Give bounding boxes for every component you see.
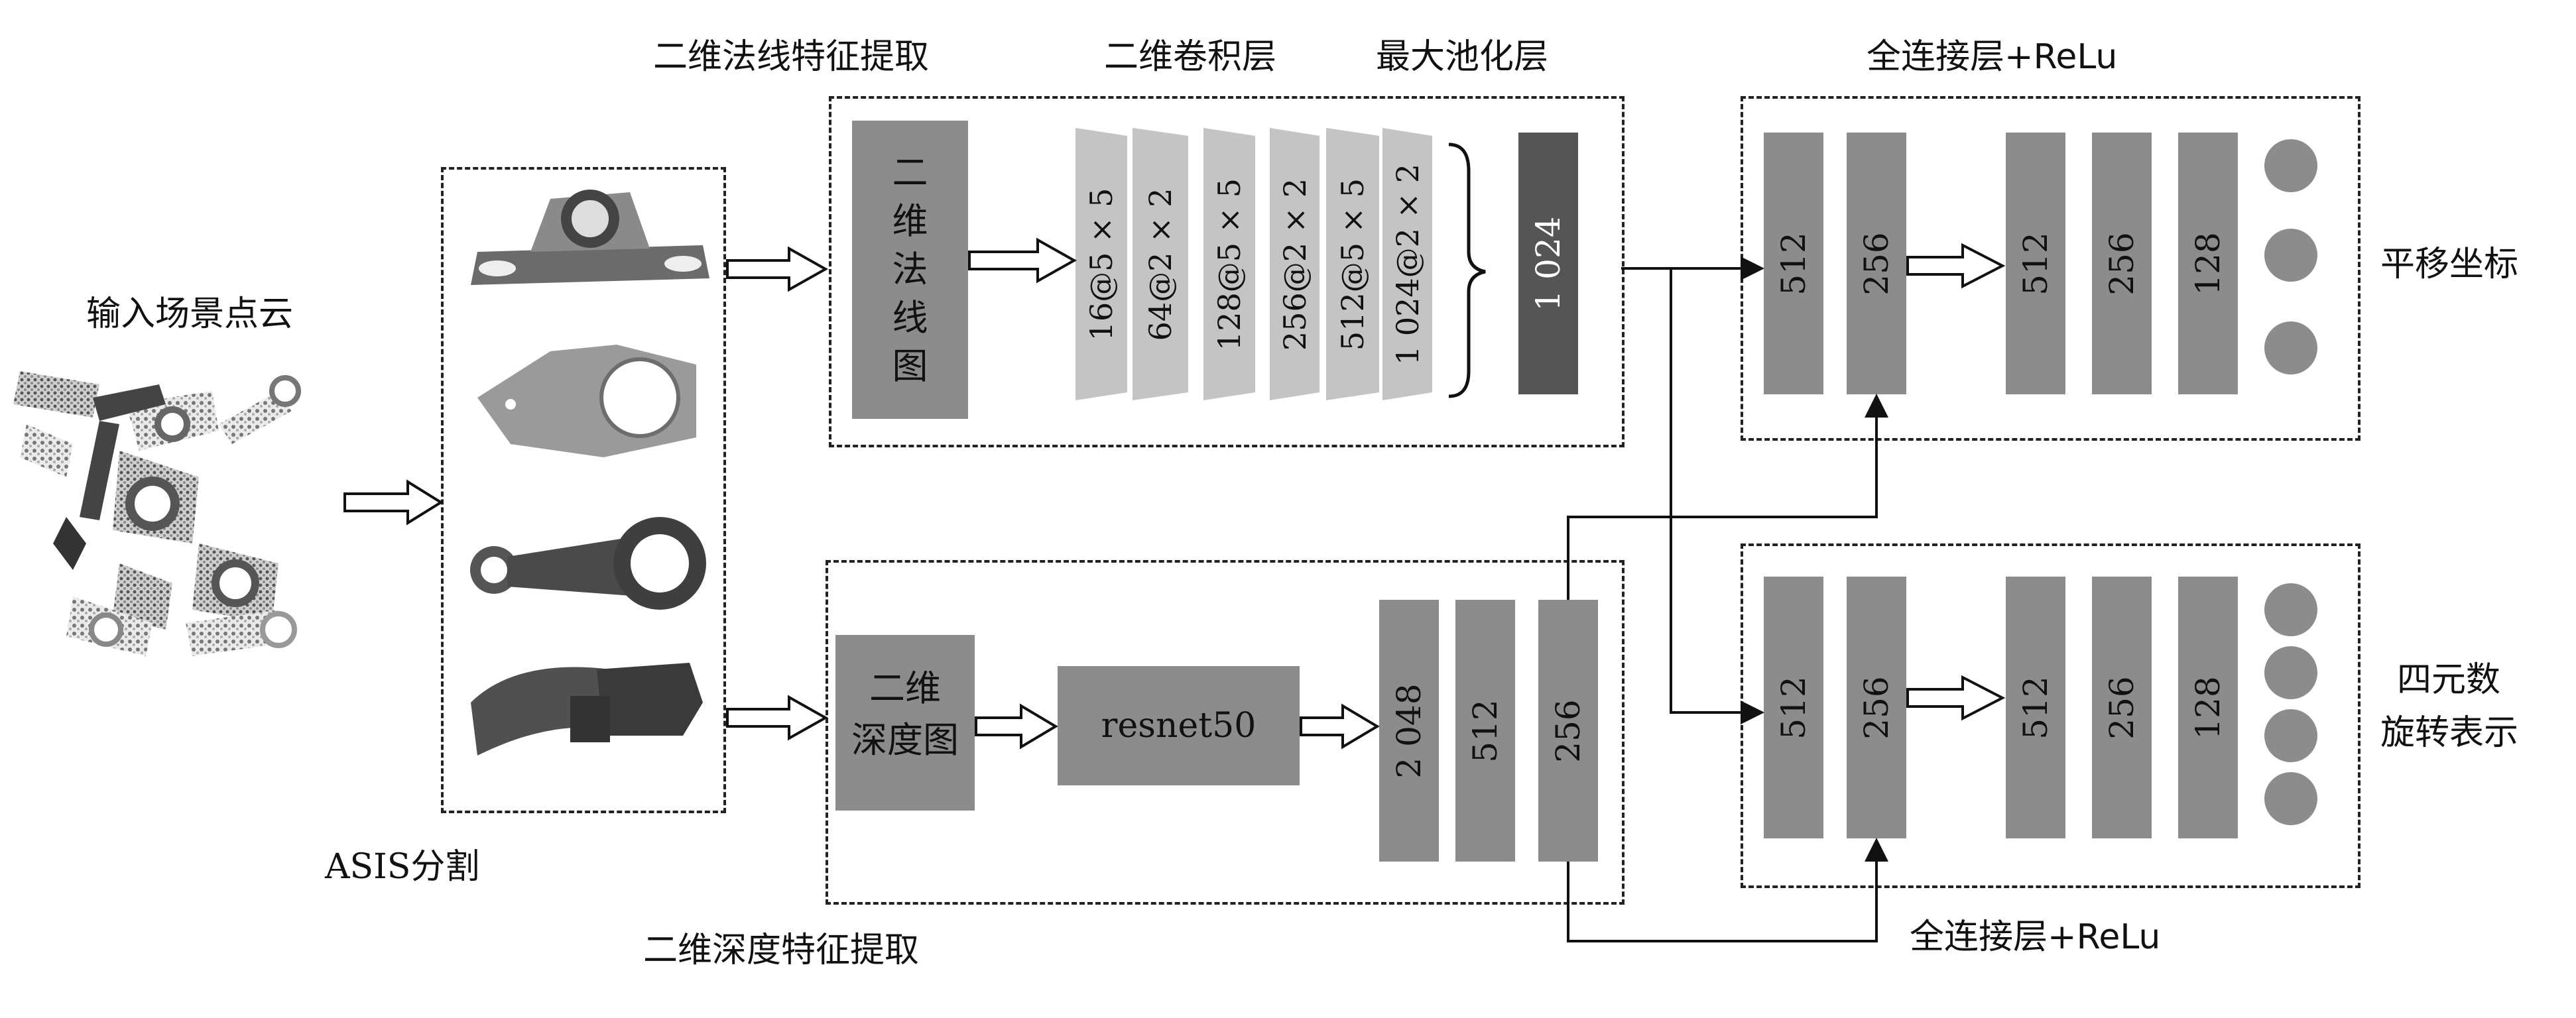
fc-bottom-label: 全连接层+ReLu: [1910, 917, 2161, 957]
top-fc-b-bar-0: 512: [2006, 133, 2065, 394]
asis-segmentation-box: [441, 167, 726, 813]
bottom-fc-b-bar-2: 128: [2178, 577, 2238, 838]
rotation-output-node-0: [2264, 583, 2317, 636]
hollow-arrow-top-fc: [1906, 243, 2006, 289]
rotation-output-node-2: [2264, 709, 2317, 762]
bottom-fc-b-bar-1: 256: [2092, 577, 2152, 838]
pillow-block-part-image: [471, 190, 709, 285]
translation-label: 平移坐标: [2380, 245, 2519, 284]
pool-output-block: 1 024: [1518, 133, 1578, 394]
conv-layer-shape-2: [1203, 128, 1255, 400]
hollow-arrow-asis-to-depth: [726, 695, 829, 741]
depth-section-label: 二维深度特征提取: [643, 931, 920, 970]
top-fc-a-bar-0: 512: [1764, 133, 1823, 394]
quaternion-label-line2: 旋转表示: [2380, 713, 2519, 753]
bottom-fc-a-bar-0: 512: [1764, 577, 1823, 838]
translation-output-node-0: [2264, 139, 2317, 192]
top-fc-b-bar-1: 256: [2092, 133, 2152, 394]
fc-top-label: 全连接层+ReLu: [1867, 37, 2118, 77]
hollow-arrow-asis-to-normal: [726, 246, 829, 292]
rotation-output-node-3: [2264, 772, 2317, 825]
conv-layer-shape-0: [1075, 128, 1127, 400]
conv-layer-shape-3: [1270, 128, 1319, 400]
bottom-fc-b-bar-0: 512: [2006, 577, 2065, 838]
normal-map-block: [852, 121, 968, 419]
depth-map-block: [835, 635, 975, 811]
top-fc-b-bar-2: 128: [2178, 133, 2238, 394]
top-fc-a-bar-1: 256: [1847, 133, 1906, 394]
bottom-fc-a-bar-1: 256: [1847, 577, 1906, 838]
line-pool-to-bottom-fc: [1670, 268, 1764, 724]
hollow-arrow-normalmap-to-conv: [968, 237, 1077, 284]
hollow-arrow-depthmap-to-resnet: [975, 703, 1058, 750]
depth-fc-bar-0: 2 048: [1379, 600, 1439, 862]
hollow-arrow-input-to-asis: [343, 479, 444, 526]
normal-section-label: 二维法线特征提取: [653, 37, 930, 77]
quaternion-label-line1: 四元数: [2397, 660, 2501, 700]
normal-feature-box: [829, 96, 1625, 447]
conv-layer-shape-5: [1382, 128, 1432, 400]
hollow-arrow-bottom-fc: [1906, 675, 2006, 721]
conv-layer-shape-4: [1326, 128, 1379, 400]
asis-label: ASIS分割: [325, 847, 480, 887]
resnet50-block: resnet50: [1058, 666, 1300, 785]
scene-point-cloud-image: [13, 371, 301, 656]
input-cloud-label: 输入场景点云: [86, 294, 294, 334]
depth-fc-bar-2: 256: [1538, 600, 1598, 862]
hollow-arrow-resnet-to-fc: [1300, 703, 1380, 750]
conv-layer-label: 二维卷积层: [1104, 37, 1277, 77]
line-depth-to-bottom-fc: [1567, 838, 1888, 942]
maxpool-layer-label: 最大池化层: [1376, 37, 1549, 77]
eccentric-plate-part-image: [477, 345, 696, 457]
line-depth-to-top-fc: [1567, 394, 1888, 600]
depth-fc-bar-1: 512: [1455, 600, 1515, 862]
hammer-part-image: [471, 663, 703, 756]
depth-feature-box: [826, 560, 1625, 905]
normal-map-text: 二 维 法 线 图: [892, 152, 928, 387]
brace-icon: [1448, 142, 1486, 398]
depth-map-text: 二维 深度图: [851, 667, 959, 762]
conv-layer-shape-1: [1133, 128, 1188, 400]
translation-output-node-1: [2264, 229, 2317, 282]
translation-output-node-2: [2264, 321, 2317, 374]
connecting-rod-part-image: [470, 517, 706, 610]
rotation-output-node-1: [2264, 646, 2317, 699]
